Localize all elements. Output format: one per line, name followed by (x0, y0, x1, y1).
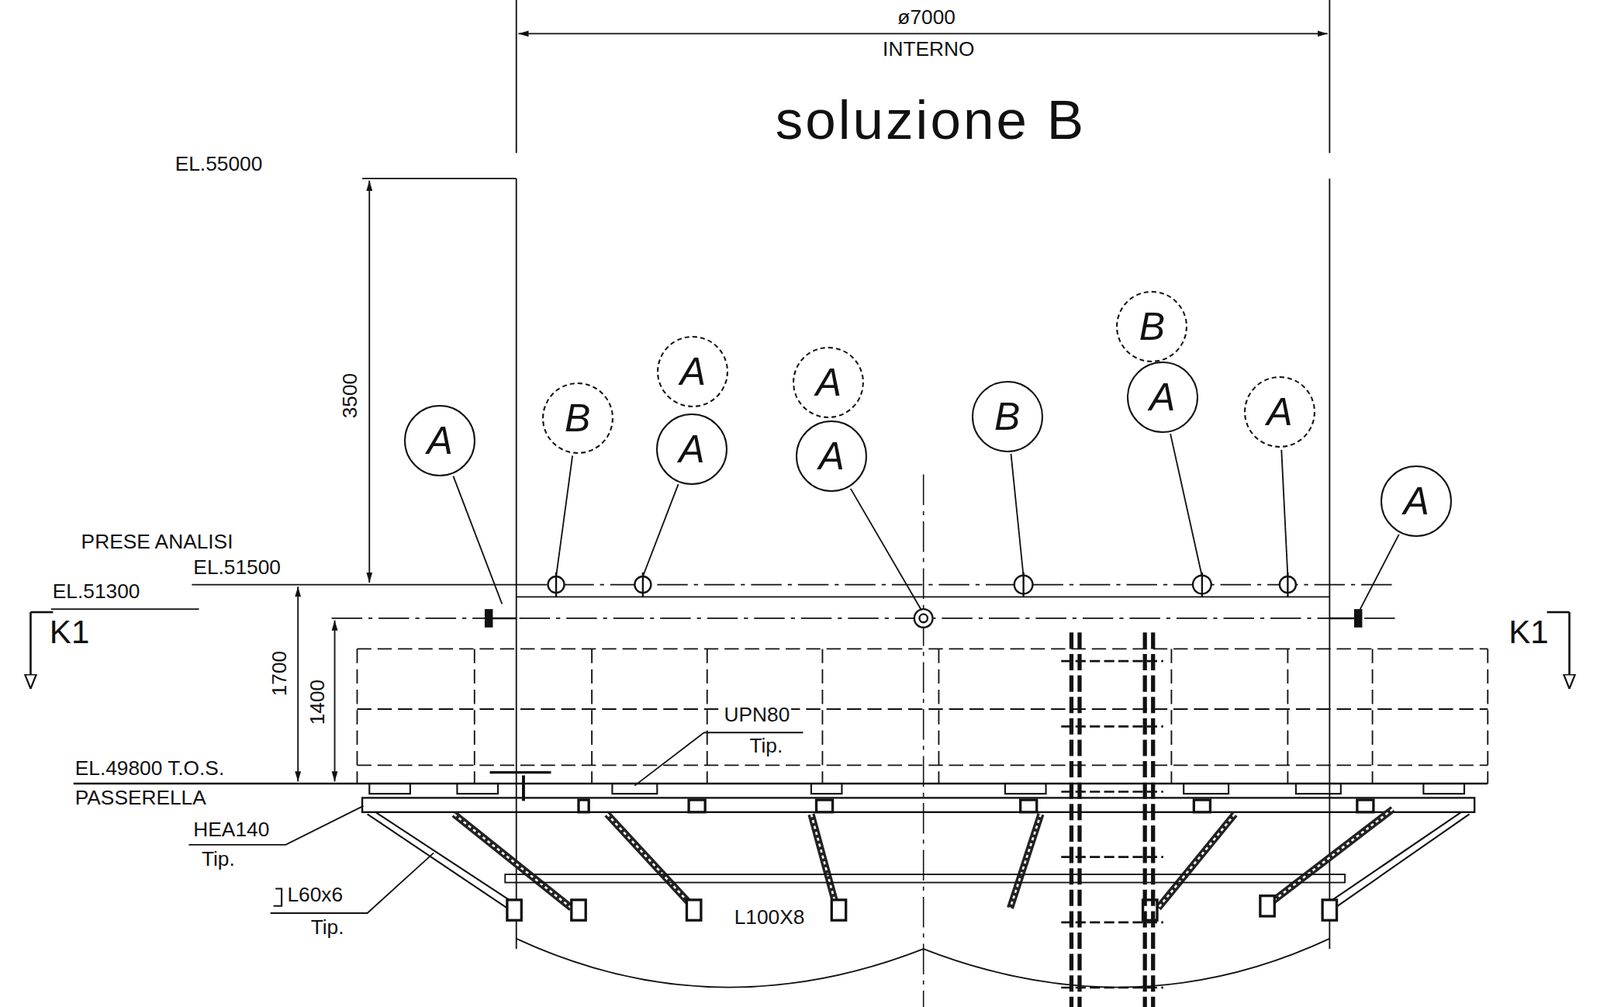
callout-letter: A (815, 362, 842, 402)
callout-circle: B (542, 382, 614, 454)
leader-lines (452, 433, 1399, 610)
callout-letter: A (426, 421, 453, 460)
callout-letter: B (994, 397, 1020, 436)
callout-circle: A (1244, 376, 1316, 448)
drawing-label: UPN80 (722, 703, 792, 726)
leader-line (556, 455, 573, 577)
drawing-label: PASSERELLA (73, 786, 208, 809)
callout-letter: A (1266, 392, 1293, 432)
drawing-label: Tip. (747, 734, 785, 757)
leader-line (452, 476, 502, 605)
drawing-label: ø7000 (895, 6, 958, 29)
leader-line (642, 483, 679, 577)
leader-line (1281, 449, 1288, 577)
callout-circle: A (404, 404, 476, 477)
drawing-label: L60x6 (285, 883, 345, 906)
drawing-label: INTERNO (881, 38, 976, 61)
drawing-label: K1 (1506, 614, 1551, 650)
callout-circle: B (1116, 290, 1188, 363)
callout-circle: A (1126, 361, 1199, 433)
callout-circle: A (792, 346, 864, 419)
callout-circle: B (971, 380, 1044, 453)
callout-letter: A (678, 429, 705, 469)
drawing-label: Tip. (309, 915, 346, 939)
dimension-text: 1400 (306, 677, 329, 727)
leader-line (1360, 534, 1400, 609)
callout-letter: B (1139, 307, 1165, 346)
drawing-label: L100X8 (732, 905, 807, 929)
drawing-lines (30, 0, 1569, 1007)
drawing-label: HEA140 (191, 818, 271, 841)
dimension-text: 1700 (268, 649, 291, 699)
drawing-label: EL.51500 (191, 556, 283, 579)
drawing-label: PRESE ANALISI (79, 530, 235, 553)
callout-circle: A (1380, 465, 1452, 537)
callout-circle: A (656, 335, 729, 408)
callout-circle: A (795, 420, 868, 492)
callout-letter: A (819, 436, 845, 476)
drawing-label: EL.49800 T.O.S. (73, 756, 227, 780)
callout-circle: A (656, 413, 728, 485)
callout-letter: A (1403, 481, 1430, 521)
leader-line (1011, 453, 1024, 577)
dimension-text: 3500 (338, 371, 362, 421)
drawing-title: soluzione B (774, 89, 1088, 151)
callout-letter: B (564, 398, 591, 438)
leader-line (850, 488, 922, 611)
drawing-label: Tip. (200, 847, 237, 871)
drawing-label: EL.55000 (173, 152, 265, 176)
leader-line (1170, 433, 1203, 577)
callout-letter: A (1149, 377, 1175, 417)
callout-letter: A (680, 352, 706, 391)
drawing-label: K1 (48, 614, 92, 650)
drawing-label: EL.51300 (51, 580, 142, 603)
